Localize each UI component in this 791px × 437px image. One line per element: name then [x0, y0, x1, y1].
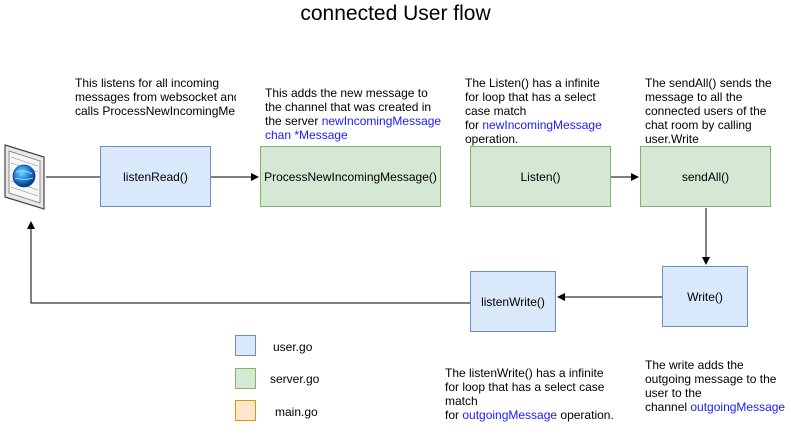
process-new-incoming-message-box[interactable]: ProcessNewIncomingMessage(): [260, 146, 441, 207]
note-sendall: The sendAll() sends the message to all t…: [645, 76, 772, 146]
arrow-listenwrite-to-client: [27, 221, 471, 304]
write-box[interactable]: Write(): [662, 266, 748, 327]
link-chan-message: chan *Message: [265, 128, 348, 142]
globe-browser-icon: [4, 144, 45, 210]
link-outgoingmessage-write: outgoingMessage: [690, 400, 786, 414]
listenwrite-box[interactable]: listenWrite(): [470, 271, 556, 332]
client-browser[interactable]: [3, 141, 46, 211]
link-outgoingmessage: outgoingMessage: [462, 408, 558, 422]
note-listen: The Listen() has a infinite for loop tha…: [465, 76, 602, 146]
note-write: The write adds the outgoing message to t…: [645, 358, 786, 414]
legend-label-main-go: main.go: [275, 405, 318, 419]
note-listenwrite: The listenWrite() has a infinite for loo…: [445, 366, 614, 422]
note-listenread: This listens for all incoming messages f…: [75, 76, 236, 118]
legend-label-server-go: server.go: [270, 372, 320, 386]
listenread-box[interactable]: listenRead(): [100, 146, 211, 207]
legend-swatch-main-go: [235, 400, 256, 421]
note-process: This adds the new message to the channel…: [265, 86, 465, 142]
legend-swatch-user-go: [235, 335, 256, 356]
listen-box[interactable]: Listen(): [470, 146, 611, 207]
legend-label-user-go: user.go: [273, 340, 313, 354]
sendall-box[interactable]: sendAll(): [640, 146, 771, 207]
link-newincomingmessage-listen: newIncomingMessage: [482, 118, 602, 132]
legend-swatch-server-go: [235, 368, 256, 389]
link-newincomingmessage: newIncomingMessage: [321, 114, 442, 128]
diagram-title: connected User flow: [300, 2, 491, 25]
